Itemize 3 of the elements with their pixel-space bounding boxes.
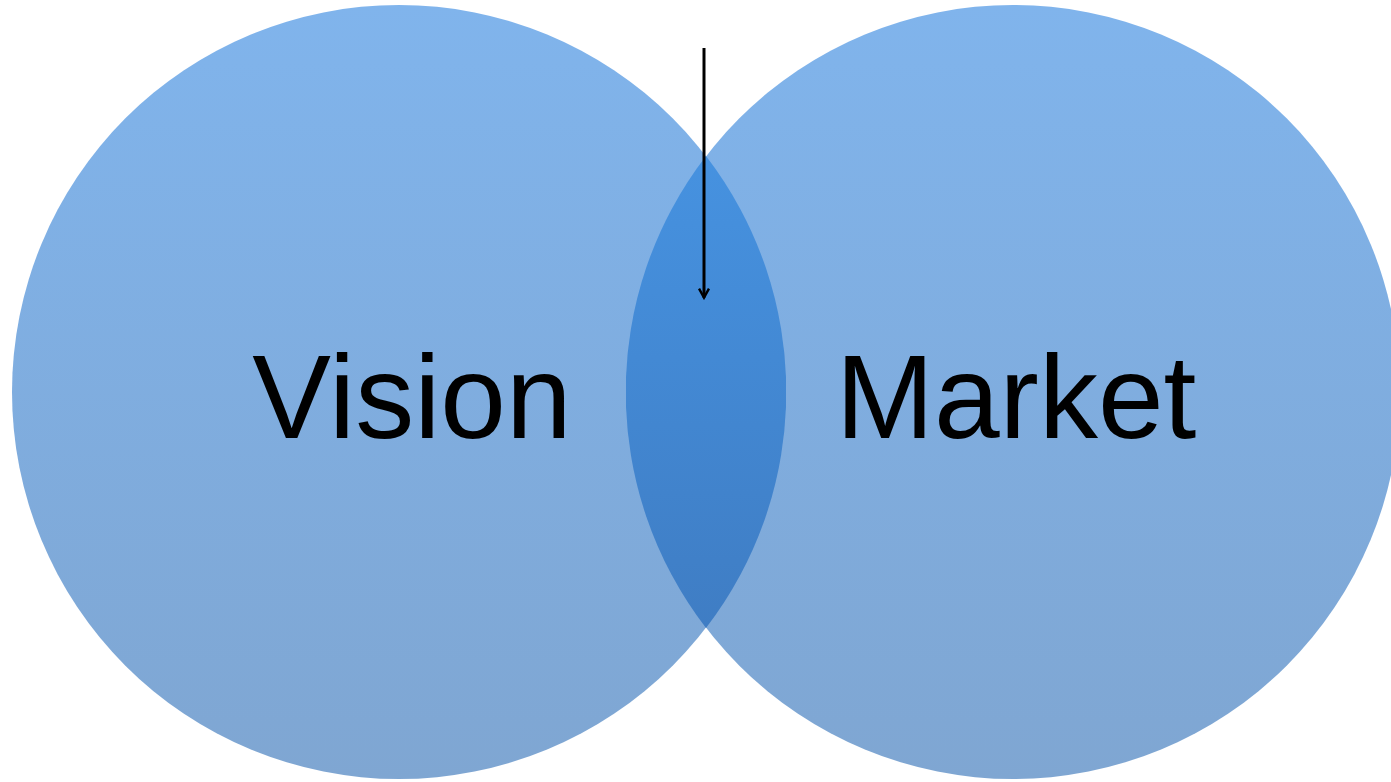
arrow xyxy=(697,48,711,299)
circle-label: Market xyxy=(835,338,1197,456)
circle-label: Vision xyxy=(252,338,572,456)
